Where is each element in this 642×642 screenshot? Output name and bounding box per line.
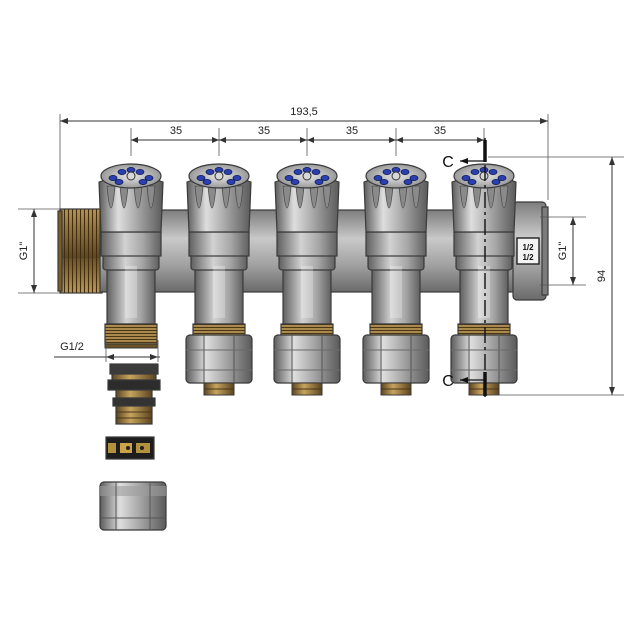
cap-indicator-icon bbox=[108, 166, 154, 185]
size-badge bbox=[516, 237, 540, 265]
left-thread-label: G1" bbox=[18, 242, 30, 261]
valve-cap-5 bbox=[451, 163, 517, 233]
valve-cap-1 bbox=[98, 163, 164, 233]
spacing-label-2: 35 bbox=[258, 125, 270, 137]
valve-cap-2 bbox=[186, 163, 252, 233]
right-thread-label: G1" bbox=[557, 242, 569, 261]
fitting-insert bbox=[107, 363, 161, 425]
dimension-spacing: 35 35 35 35 bbox=[130, 125, 485, 156]
cap-indicator-icon bbox=[196, 166, 242, 185]
overall-width-label: 193,5 bbox=[290, 106, 318, 118]
valve-cap-4 bbox=[363, 163, 429, 233]
split-ring bbox=[105, 436, 155, 460]
outlet-thread-label: G1/2 bbox=[60, 341, 84, 353]
dimension-left-thread: G1" bbox=[18, 208, 60, 294]
svg-text:1/2: 1/2 bbox=[522, 243, 534, 252]
spacing-label-3: 35 bbox=[346, 125, 358, 137]
height-label: 94 bbox=[596, 270, 608, 282]
spacing-label-1: 35 bbox=[170, 125, 182, 137]
dimension-outlet-thread: G1/2 bbox=[54, 340, 160, 362]
left-thread bbox=[59, 208, 103, 294]
dimension-height: 94 bbox=[488, 156, 624, 396]
section-line-c: C C bbox=[442, 138, 487, 398]
svg-text:1/2: 1/2 bbox=[522, 253, 534, 262]
outlet-2 bbox=[185, 163, 253, 396]
outlet-1 bbox=[98, 163, 164, 349]
cap-indicator-icon bbox=[284, 166, 330, 185]
compression-nut bbox=[273, 334, 341, 384]
exploded-fitting-parts bbox=[99, 363, 167, 531]
cap-indicator-icon bbox=[461, 166, 507, 185]
dimension-overall-width: 193,5 bbox=[59, 106, 549, 209]
outlet-thread bbox=[104, 323, 158, 345]
section-label-top: C bbox=[442, 154, 454, 171]
dimension-right-thread: G1" bbox=[540, 216, 586, 286]
compression-nut bbox=[185, 334, 253, 384]
outlet-group bbox=[98, 163, 518, 396]
outlet-4 bbox=[362, 163, 430, 396]
valve-cap-3 bbox=[274, 163, 340, 233]
section-label-bottom: C bbox=[442, 373, 454, 390]
compression-nut bbox=[362, 334, 430, 384]
outlet-3 bbox=[273, 163, 341, 396]
compression-nut bbox=[99, 481, 167, 531]
spacing-label-4: 35 bbox=[434, 125, 446, 137]
outlet-5 bbox=[450, 163, 518, 396]
cap-indicator-icon bbox=[373, 166, 419, 185]
